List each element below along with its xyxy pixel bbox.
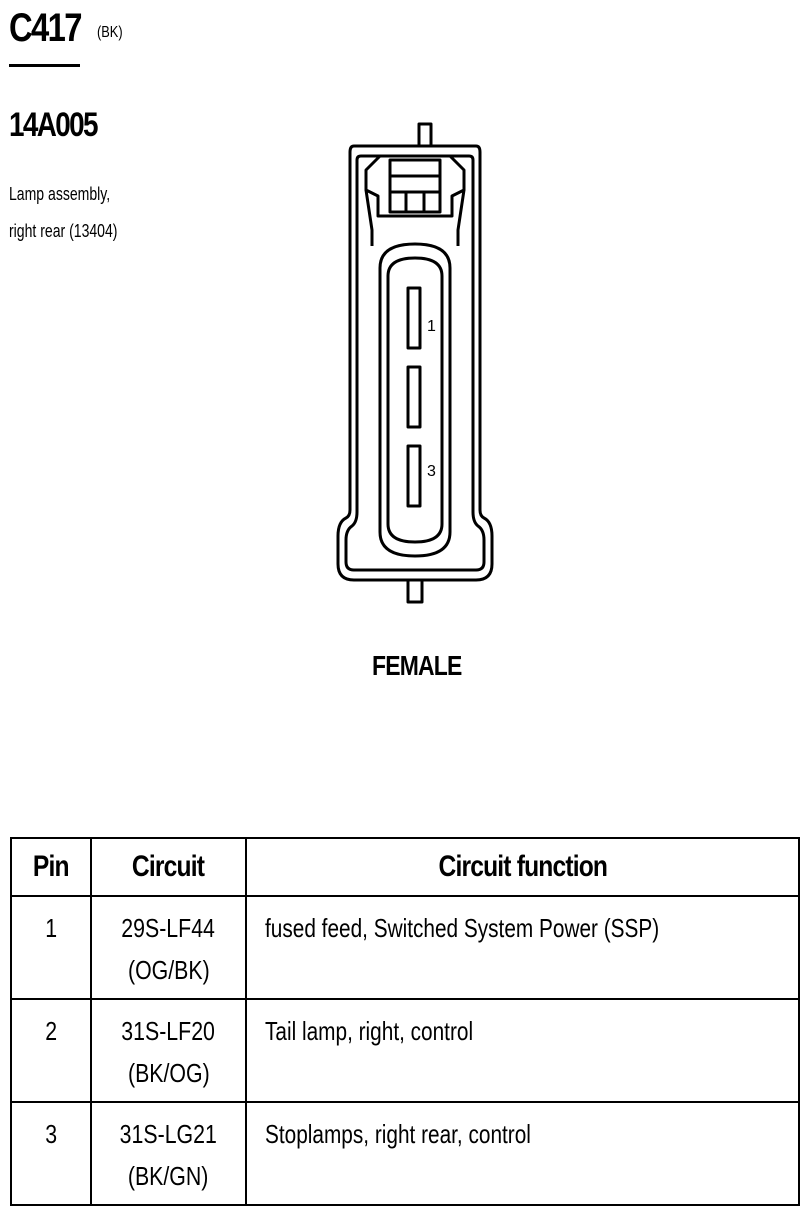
connector-cavity-outer — [378, 242, 452, 558]
connector-id: C417 — [9, 6, 82, 50]
pin-cell: 1 — [10, 895, 92, 1000]
pin-label: 1 — [427, 318, 436, 335]
connector-color: (BK) — [97, 24, 123, 41]
terminal-pin-3 — [406, 444, 422, 508]
connector-lock-window — [388, 158, 442, 214]
title-underline — [9, 64, 80, 67]
table-row: 3 31S-LG21 (BK/GN) Stoplamps, right rear… — [10, 1101, 800, 1206]
connector-bottom-post — [406, 578, 424, 604]
description-line: Lamp assembly, — [9, 184, 111, 204]
connector-gender-label: FEMALE — [372, 650, 462, 681]
function-cell: fused feed, Switched System Power (SSP) — [245, 895, 800, 1000]
connector-lock-frame — [364, 154, 466, 218]
function-cell: Stoplamps, right rear, control — [245, 1101, 800, 1206]
connector-diagram: 1 3 — [336, 122, 494, 604]
pin-cell: 3 — [10, 1101, 92, 1206]
table-header-row: Pin Circuit Circuit function — [10, 837, 800, 897]
pin-table: Pin Circuit Circuit function 1 29S-LF44 … — [10, 837, 800, 1206]
circuit-cell: 29S-LF44 (OG/BK) — [90, 895, 247, 1000]
connector-top-latch — [417, 122, 433, 148]
terminal-pin-1 — [406, 286, 422, 350]
terminal-pin-2 — [406, 365, 422, 429]
header-pin: Pin — [10, 837, 92, 897]
part-number: 14A005 — [9, 106, 98, 144]
description-line: right rear (13404) — [9, 221, 118, 241]
circuit-cell: 31S-LG21 (BK/GN) — [90, 1101, 247, 1206]
function-cell: Tail lamp, right, control — [245, 998, 800, 1103]
table-row: 1 29S-LF44 (OG/BK) fused feed, Switched … — [10, 895, 800, 1000]
header-circuit-function: Circuit function — [245, 837, 800, 897]
connector-housing-inner — [344, 154, 486, 572]
circuit-cell: 31S-LF20 (BK/OG) — [90, 998, 247, 1103]
connector-housing-outer — [336, 144, 494, 582]
pin-label: 3 — [427, 463, 436, 480]
pin-cell: 2 — [10, 998, 92, 1103]
header-circuit: Circuit — [90, 837, 247, 897]
table-row: 2 31S-LF20 (BK/OG) Tail lamp, right, con… — [10, 998, 800, 1103]
connector-cavity-inner — [386, 256, 444, 544]
